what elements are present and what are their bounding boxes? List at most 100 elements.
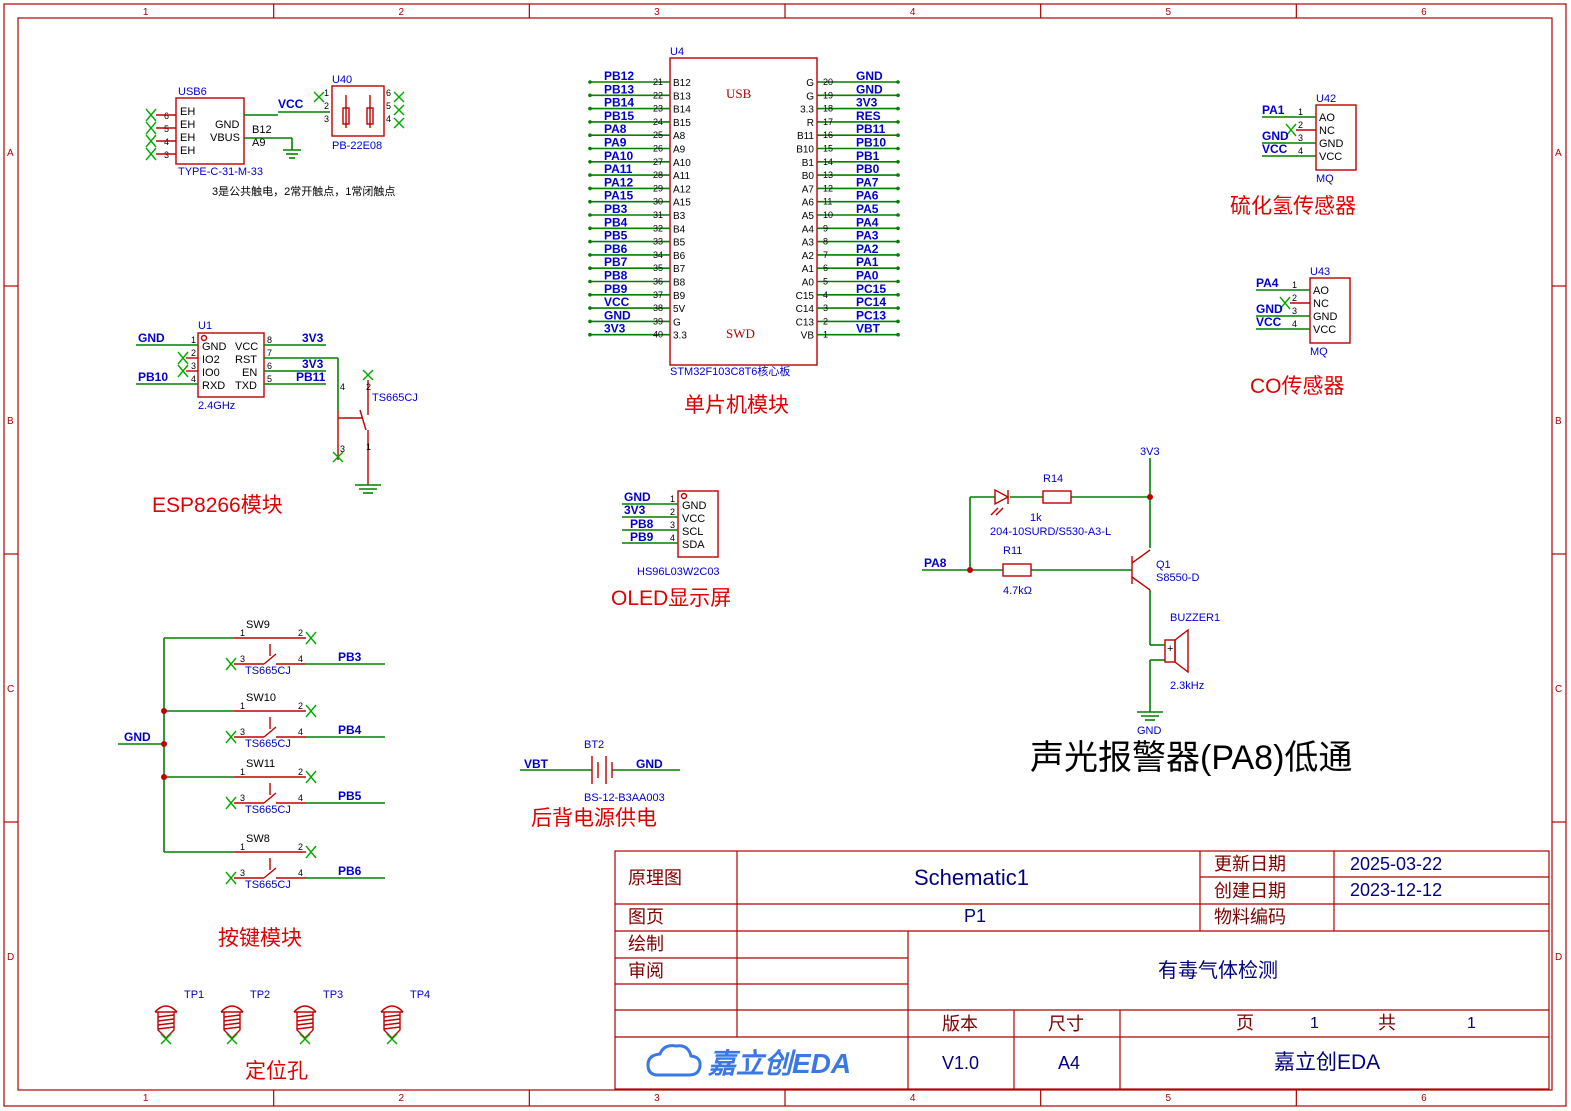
zone-col-bottom-5: 5 xyxy=(1166,1093,1172,1104)
oled-net-pb8: PB8 xyxy=(630,517,654,531)
co-net-gnd: GND xyxy=(1256,302,1283,316)
esp-ref: U1 xyxy=(198,320,212,332)
mcu-net-left-6: PA10 xyxy=(604,149,633,163)
mcu-pinnum-left-14: 35 xyxy=(653,263,663,273)
mcu-pinnum-left-2: 23 xyxy=(653,104,663,114)
mcu-net-left-10: PB3 xyxy=(604,202,628,216)
mcu-swd-label: SWD xyxy=(726,326,755,341)
mcu-pinnum-right-10: 10 xyxy=(823,210,833,220)
mcu-net-right-18: PC13 xyxy=(856,308,886,322)
mcu-pin-left-3: B15 xyxy=(673,118,691,129)
esp-num-7: 7 xyxy=(267,348,272,358)
mcu-net-left-9: PA15 xyxy=(604,189,633,203)
tb-created: 2023-12-12 xyxy=(1350,880,1442,900)
mcu-net-right-17: PC14 xyxy=(856,295,886,309)
zone-row-right-A: A xyxy=(1555,148,1562,159)
mcu-pinnum-left-10: 31 xyxy=(653,210,663,220)
u40-part: PB-22E08 xyxy=(332,140,382,152)
esp-num-1: 1 xyxy=(191,335,196,345)
oled-pin-sda: SDA xyxy=(682,539,705,551)
mcu-pinnum-left-6: 27 xyxy=(653,157,663,167)
mcu-pin-left-12: B5 xyxy=(673,238,686,249)
zone-row-right-C: C xyxy=(1555,684,1562,695)
tb-label-size: 尺寸 xyxy=(1048,1014,1084,1034)
mcu-pinnum-left-19: 40 xyxy=(653,330,663,340)
hole-label-0: TP1 xyxy=(184,989,204,1001)
esp-net-3v3-vcc: 3V3 xyxy=(302,331,324,345)
mcu-pin-right-7: B0 xyxy=(802,171,815,182)
tb-label-page: 图页 xyxy=(628,907,664,927)
mcu-pin-left-17: 5V xyxy=(673,304,686,315)
mcu-pinnum-right-1: 19 xyxy=(823,90,833,100)
mcu-pin-left-13: B6 xyxy=(673,251,686,262)
esp-net-3v3-en: 3V3 xyxy=(302,357,324,371)
mcu-pinnum-right-9: 11 xyxy=(823,197,832,207)
mcu-net-left-18: GND xyxy=(604,308,631,322)
title-oled: OLED显示屏 xyxy=(611,587,731,610)
mcu-net-right-19: VBT xyxy=(856,322,881,336)
mcu-pinnum-left-3: 24 xyxy=(653,117,663,127)
mcu-net-left-14: PB7 xyxy=(604,255,628,269)
mcu-net-left-16: PB9 xyxy=(604,282,628,296)
title-keys: 按键模块 xyxy=(218,927,302,950)
oled-pin-vcc: VCC xyxy=(682,513,705,525)
zone-row-left-A: A xyxy=(7,148,14,159)
battery-net-vbt: VBT xyxy=(524,757,549,771)
mcu-pin-left-14: B7 xyxy=(673,264,686,275)
mcu-net-right-2: 3V3 xyxy=(856,96,878,110)
hole-label-2: TP3 xyxy=(323,989,343,1001)
buzzer-value: 2.3kHz xyxy=(1170,680,1204,692)
key-num4-1: 4 xyxy=(298,727,303,737)
oled-section: GND VCC SCL SDA 1 2 3 4 GND 3V3 PB8 PB9 … xyxy=(622,490,720,578)
h2s-pin-vcc: VCC xyxy=(1319,151,1342,163)
title-h2s: 硫化氢传感器 xyxy=(1230,195,1356,218)
mcu-pin-left-6: A10 xyxy=(673,158,691,169)
mcu-net-right-14: PA1 xyxy=(856,255,879,269)
mcu-net-right-11: PA4 xyxy=(856,215,879,229)
tb-schematic: Schematic1 xyxy=(914,865,1029,890)
mcu-pin-right-16: C15 xyxy=(796,291,815,302)
tb-label-version: 版本 xyxy=(942,1014,978,1034)
tb-total: 1 xyxy=(1467,1015,1476,1032)
esp-sw-num-1: 1 xyxy=(366,442,371,452)
zone-col-bottom-1: 1 xyxy=(143,1093,149,1104)
usb-pin-eh-1: EH xyxy=(180,106,195,118)
h2s-ref: U42 xyxy=(1316,93,1336,105)
mcu-net-right-7: PB0 xyxy=(856,162,880,176)
r14-ref: R14 xyxy=(1043,473,1063,485)
mcu-pin-left-8: A12 xyxy=(673,184,691,195)
mcu-pin-right-10: A5 xyxy=(802,211,815,222)
tb-label-draw: 绘制 xyxy=(628,934,664,954)
title-holes: 定位孔 xyxy=(245,1060,308,1083)
tb-label-created: 创建日期 xyxy=(1214,881,1286,901)
mcu-pinnum-right-0: 20 xyxy=(823,77,833,87)
bt2-ref: BT2 xyxy=(584,739,604,751)
mcu-net-left-17: VCC xyxy=(604,295,630,309)
tb-company: 嘉立创EDA xyxy=(1274,1051,1380,1074)
alarm-section: 3V3 R14 1k 204-10SURD/S530-A3-L PA8 R11 … xyxy=(922,446,1220,737)
mcu-pin-right-11: A4 xyxy=(802,224,815,235)
mcu-pinnum-left-11: 32 xyxy=(653,223,663,233)
mcu-pinnum-right-6: 14 xyxy=(823,157,833,167)
zone-col-top-2: 2 xyxy=(399,7,405,18)
u40-pin-3: 3 xyxy=(324,114,329,124)
key-num2-1: 2 xyxy=(298,701,303,711)
key-num4-2: 4 xyxy=(298,793,303,803)
esp-sw-num-2: 2 xyxy=(366,382,371,392)
tb-project: 有毒气体检测 xyxy=(1158,959,1278,982)
title-battery: 后背电源供电 xyxy=(531,807,657,830)
mcu-pinnum-right-4: 16 xyxy=(823,130,833,140)
mcu-pinnum-right-8: 12 xyxy=(823,183,833,193)
mcu-pin-right-3: R xyxy=(807,118,814,129)
mcu-net-right-16: PC15 xyxy=(856,282,886,296)
mcu-net-right-10: PA5 xyxy=(856,202,879,216)
usb-pin-num-6: 6 xyxy=(164,111,169,121)
mcu-pin-left-5: A9 xyxy=(673,145,686,156)
key-num3-1: 3 xyxy=(240,727,245,737)
